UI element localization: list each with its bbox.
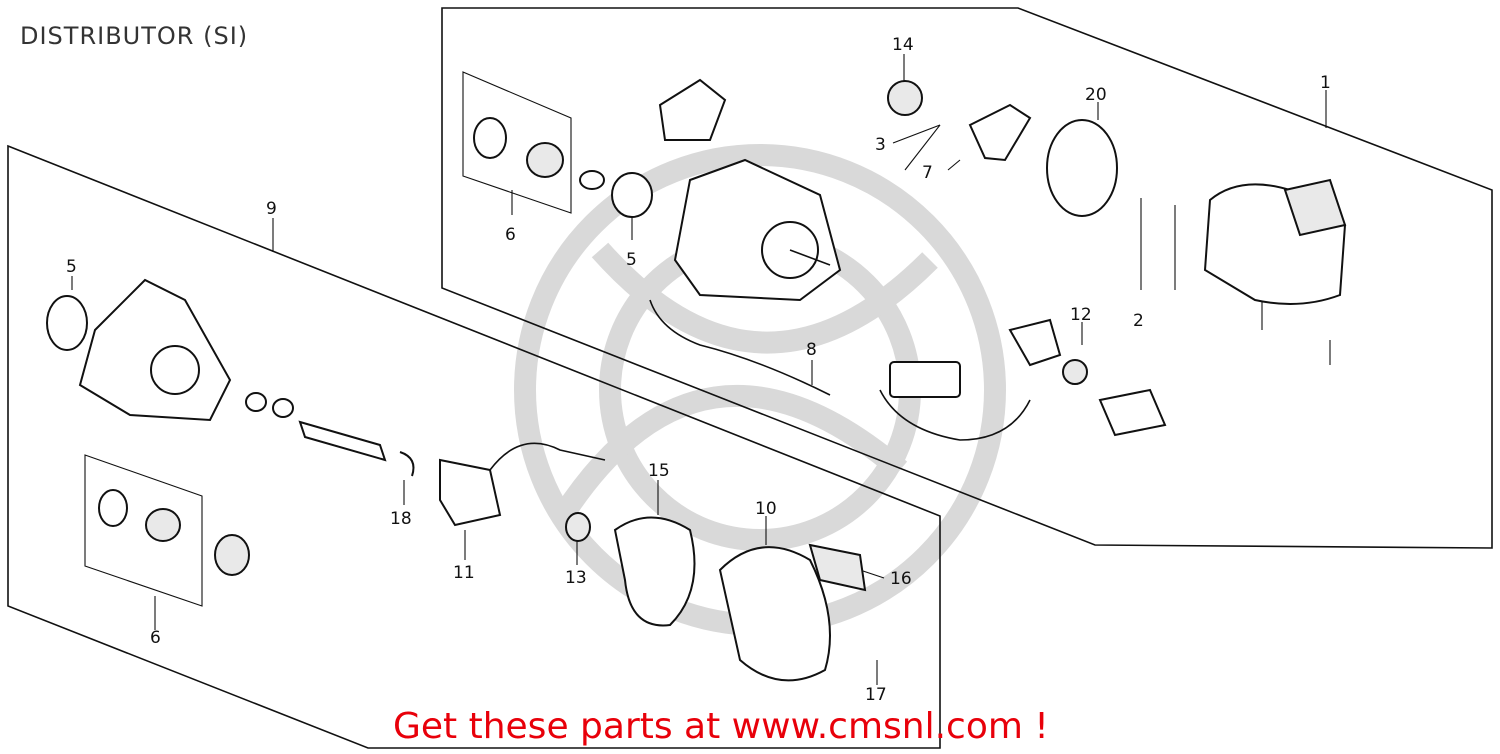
igniter-11: [439, 458, 502, 527]
callout-6-upper: 6: [505, 225, 516, 245]
plate-16: [808, 543, 867, 592]
distributor-cap: [1203, 178, 1347, 305]
washer: [579, 170, 605, 190]
gasket-15: [613, 516, 696, 627]
bearing-6-lower: [98, 489, 181, 542]
callout-16: 16: [890, 569, 912, 589]
callout-12: 12: [1070, 305, 1092, 325]
shop-link-banner[interactable]: Get these parts at www.cmsnl.com !: [393, 706, 1049, 747]
callout-6-lower: 6: [150, 628, 161, 648]
callout-1: 1: [1320, 73, 1331, 93]
subassembly-box-6-lower: [84, 454, 203, 607]
o-ring-5-lower: [46, 295, 88, 351]
washer-lower-a: [245, 392, 267, 412]
callout-13: 13: [565, 568, 587, 588]
subassembly-box-6-upper: [462, 71, 572, 214]
callout-11: 11: [453, 563, 475, 583]
igniter-wiring: [879, 318, 1167, 441]
wire-harness-8: [649, 299, 831, 396]
callout-20: 20: [1085, 85, 1107, 105]
callout-5-upper: 5: [626, 250, 637, 270]
distributor-housing-lower: [78, 278, 232, 422]
bearing-6-upper: [473, 117, 564, 178]
callout-10: 10: [755, 499, 777, 519]
collar-13: [565, 512, 591, 542]
shaft: [298, 420, 387, 462]
callout-18: 18: [390, 509, 412, 529]
wire-lower: [489, 442, 606, 471]
callout-3: 3: [875, 135, 886, 155]
callout-8: 8: [806, 340, 817, 360]
distributor-housing-upper: [673, 158, 842, 302]
callout-17: 17: [865, 685, 887, 705]
callout-2: 2: [1133, 311, 1144, 331]
callout-14: 14: [892, 35, 914, 55]
callout-15: 15: [648, 461, 670, 481]
page-title: DISTRIBUTOR (SI): [20, 22, 249, 50]
assembly-frame-upper: [441, 7, 1493, 549]
callout-5-lower: 5: [66, 257, 77, 277]
bearing-outer: [214, 534, 250, 576]
gear-14: [887, 80, 923, 116]
callout-9: 9: [266, 199, 277, 219]
washer-lower-b: [272, 398, 294, 418]
o-ring-20: [1046, 119, 1118, 217]
leader-lines: [71, 54, 1331, 685]
bracket: [658, 78, 727, 141]
assembly-frame-lower: [7, 144, 941, 749]
o-ring-5-upper: [611, 172, 653, 218]
cover-10: [718, 546, 831, 682]
clip-18: [399, 451, 415, 477]
rotor: [968, 103, 1032, 162]
callout-7: 7: [922, 163, 933, 183]
